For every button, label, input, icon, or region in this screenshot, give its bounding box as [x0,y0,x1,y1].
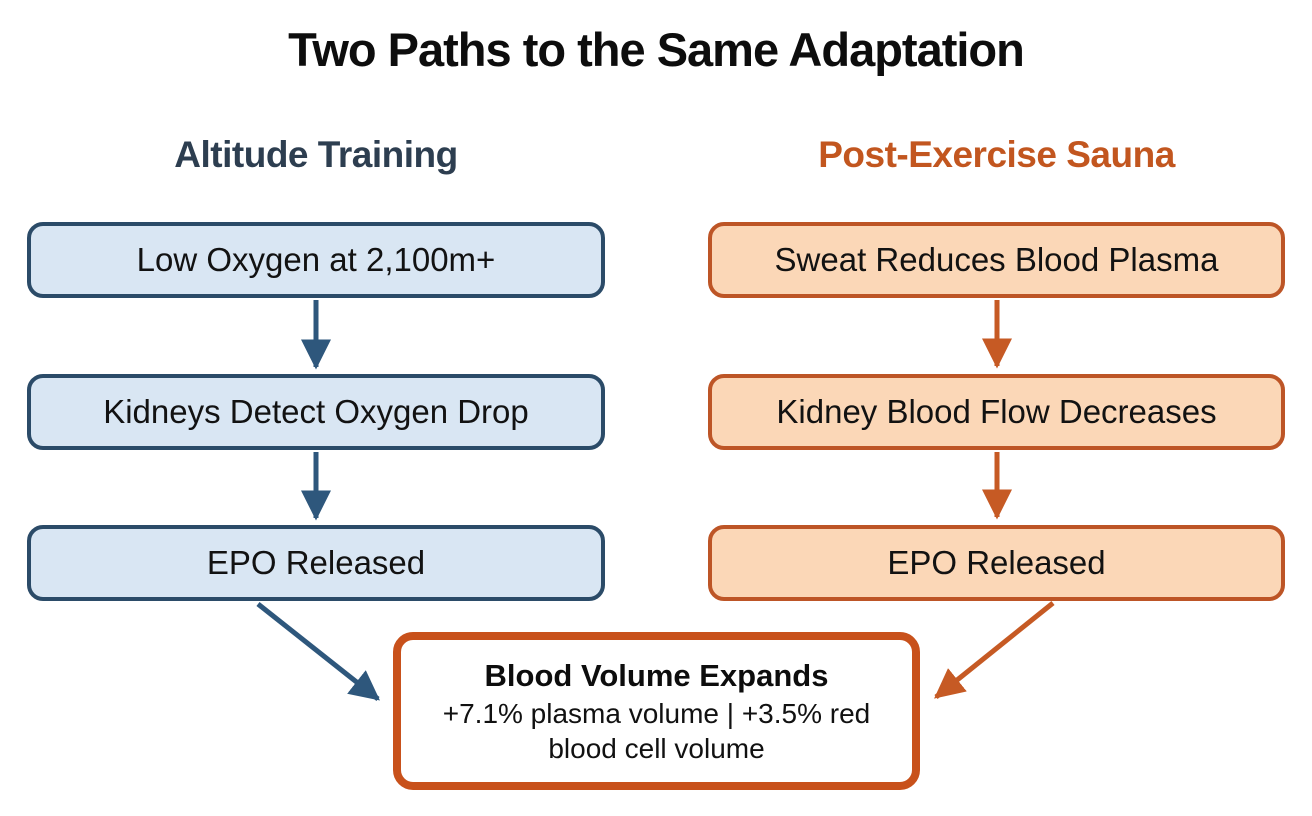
sauna-step-2-label: Kidney Blood Flow Decreases [776,393,1217,430]
result-box: Blood Volume Expands +7.1% plasma volume… [393,632,920,790]
sauna-step-3-box: EPO Released [708,525,1285,601]
altitude-step-1-box: Low Oxygen at 2,100m+ [27,222,605,298]
altitude-step-2-box: Kidneys Detect Oxygen Drop [27,374,605,450]
result-subtitle: +7.1% plasma volume | +3.5% red blood ce… [442,698,871,765]
sauna-step-1-label: Sweat Reduces Blood Plasma [774,241,1219,278]
altitude-column-header: Altitude Training [174,134,458,175]
sauna-step-3-label: EPO Released [887,544,1106,581]
sauna-step-1-box: Sweat Reduces Blood Plasma [708,222,1285,298]
altitude-step-3-box: EPO Released [27,525,605,601]
altitude-step-1-label: Low Oxygen at 2,100m+ [136,241,496,278]
result-title: Blood Volume Expands [484,657,829,693]
altitude-step-2-label: Kidneys Detect Oxygen Drop [103,393,529,430]
sauna-column-header: Post-Exercise Sauna [818,134,1175,175]
diagram-title: Two Paths to the Same Adaptation [288,23,1025,76]
sauna-step-2-box: Kidney Blood Flow Decreases [708,374,1285,450]
altitude-step-3-label: EPO Released [206,544,426,581]
sauna-converge-arrow-icon [934,601,1055,699]
altitude-converge-arrow-icon [256,602,380,701]
